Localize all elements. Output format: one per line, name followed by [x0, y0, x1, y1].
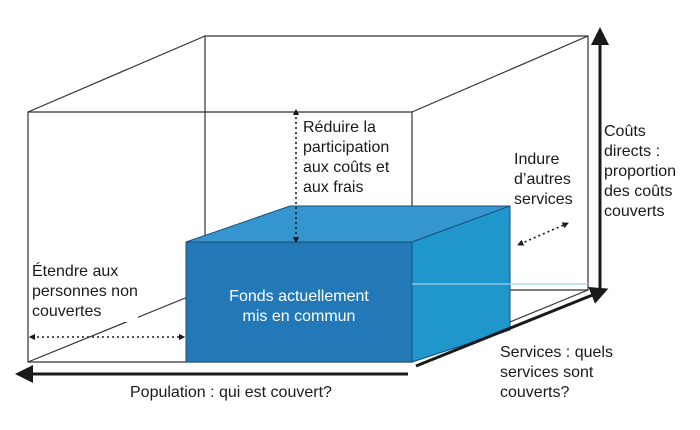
reduce-line-3: aux coûts et — [303, 159, 390, 176]
direct-costs-label: Coûts directs : proportion des coûts cou… — [604, 122, 677, 222]
include-line-1: Indure — [514, 151, 560, 168]
costs-line-3: proportion — [604, 163, 677, 180]
costs-line-2: directs : — [604, 143, 661, 160]
services-line-3: couverts? — [500, 384, 570, 401]
extend-line-1: Étendre aux — [32, 263, 119, 280]
outer-edge-top-right — [411, 35, 589, 113]
extend-line-3: couvertes — [32, 303, 102, 320]
include-services-label: Indure d’autres services — [514, 150, 573, 210]
pooled-funds-label: Fonds actuellement mis en commun — [186, 287, 412, 327]
costs-line-4: des coûts — [604, 183, 673, 200]
reduce-line-1: Réduire la — [303, 119, 376, 136]
services-axis-label: Services : quels services sont couverts? — [500, 343, 613, 403]
extend-coverage-label: Étendre aux personnes non couvertes — [32, 262, 138, 322]
services-line-1: Services : quels — [500, 344, 613, 361]
reduce-cost-sharing-label: Réduire la participation aux coûts et au… — [303, 118, 390, 198]
reduce-line-4: aux frais — [303, 179, 364, 196]
services-axis-arrow — [415, 287, 609, 368]
pooled-box-front — [185, 241, 413, 363]
reduce-line-2: participation — [303, 139, 390, 156]
extend-line-2: personnes non — [32, 283, 138, 300]
pooled-funds-box — [185, 205, 588, 363]
pooled-line-1: Fonds actuellement — [229, 288, 369, 305]
population-axis-label: Population : qui est couvert? — [130, 383, 332, 403]
include-line-2: d’autres — [514, 171, 571, 188]
services-line-2: services sont — [500, 364, 594, 381]
include-line-3: services — [514, 191, 573, 208]
include-services-arrow — [517, 222, 569, 246]
outer-edge-top-left — [27, 35, 206, 113]
costs-line-1: Coûts — [604, 123, 646, 140]
outer-edge-bottom-left — [27, 289, 206, 363]
pooled-line-2: mis en commun — [242, 308, 356, 325]
costs-line-5: couverts — [604, 203, 665, 220]
